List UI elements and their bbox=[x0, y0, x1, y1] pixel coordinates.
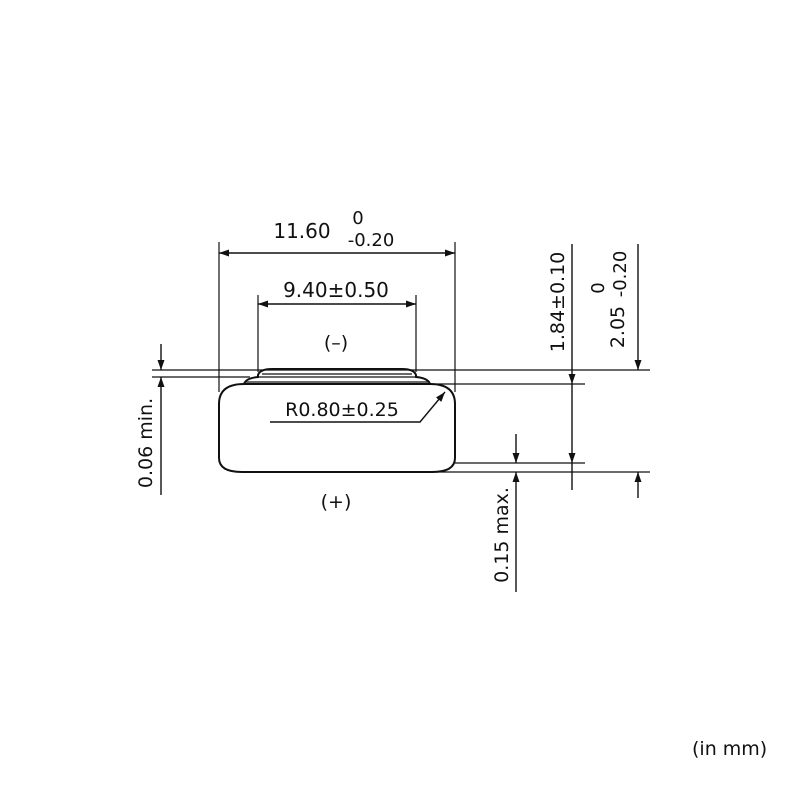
positive-terminal-label: (+) bbox=[321, 491, 352, 513]
negative-terminal-label: (–) bbox=[324, 332, 348, 354]
outer-diameter-tol-lower: -0.20 bbox=[348, 230, 395, 251]
inner-diameter-label: 9.40±0.50 bbox=[283, 278, 389, 302]
radius-label: R0.80±0.25 bbox=[285, 399, 399, 421]
seal-lines bbox=[246, 373, 428, 383]
total-height-value: 2.05 bbox=[607, 306, 629, 348]
extension-lines bbox=[152, 242, 650, 473]
total-height-tol-upper: 0 bbox=[588, 282, 609, 293]
total-height-tol-lower: -0.20 bbox=[610, 251, 631, 298]
dimension-lines bbox=[157, 244, 642, 592]
radius-leader bbox=[270, 391, 446, 423]
outer-diameter-value: 11.60 bbox=[273, 219, 330, 243]
negative-cap bbox=[243, 368, 431, 385]
outer-diameter-tol-upper: 0 bbox=[352, 208, 363, 229]
gap-min-label: 0.06 min. bbox=[135, 398, 157, 488]
gap-max-label: 0.15 max. bbox=[491, 487, 513, 583]
total-height-label: 2.05 0 -0.20 bbox=[588, 251, 631, 348]
body-height-label: 1.84±0.10 bbox=[547, 252, 569, 353]
battery-can bbox=[218, 383, 456, 473]
unit-note: (in mm) bbox=[692, 738, 768, 760]
